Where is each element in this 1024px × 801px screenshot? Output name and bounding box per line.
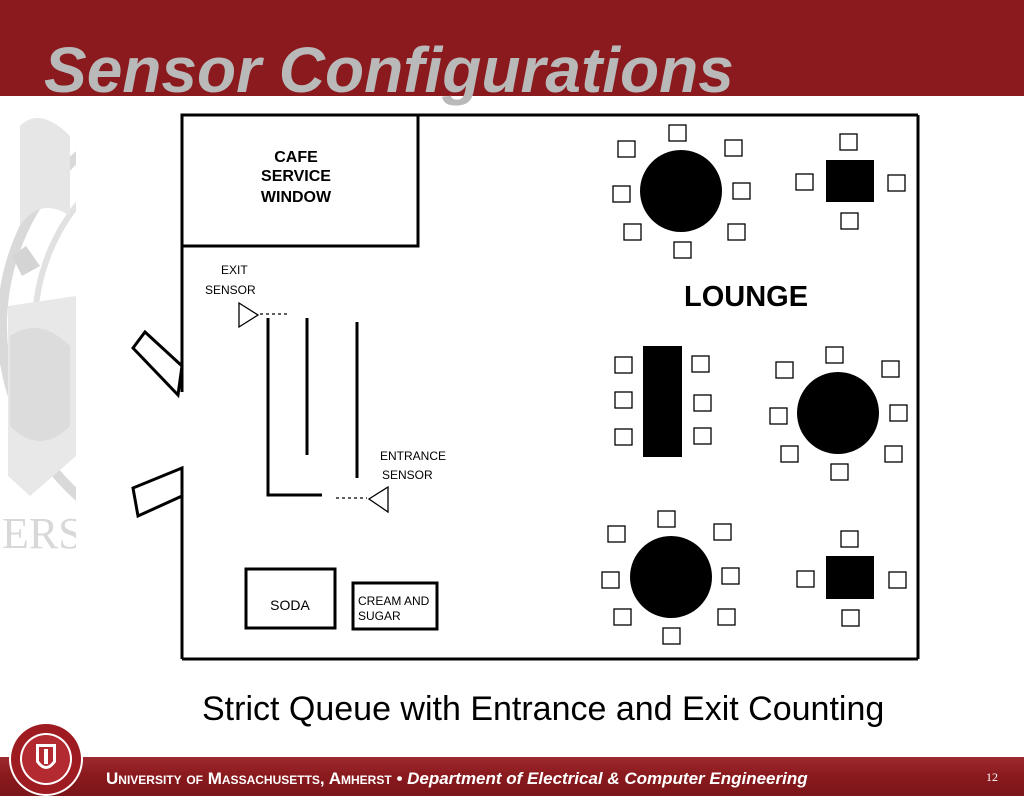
footer-separator: •	[396, 769, 403, 788]
seal-watermark-icon: ERS	[0, 96, 76, 566]
chair	[724, 139, 743, 157]
caption-text: Strict Queue with Entrance and Exit Coun…	[202, 690, 885, 728]
cream-sugar-label-line-1: CREAM AND	[358, 594, 430, 608]
chair	[668, 124, 687, 142]
queue-lanes	[266, 318, 359, 497]
svg-text:ERS: ERS	[2, 509, 76, 558]
chair	[769, 407, 788, 425]
exit-sensor-label-line-1: EXIT	[221, 263, 248, 277]
triangle-sensor-icon	[238, 301, 260, 329]
chair	[721, 567, 740, 585]
cream-sugar-label-line-2: SUGAR	[358, 609, 401, 623]
square-table	[826, 556, 874, 599]
entrance-sensor-label-line-1: ENTRANCE	[380, 449, 446, 463]
chair	[601, 571, 620, 589]
cream-and-sugar-station: CREAM AND SUGAR	[351, 581, 439, 631]
chair	[717, 608, 736, 626]
chair	[881, 360, 900, 378]
chair	[841, 609, 860, 627]
entrance-sensor-label-line-2: SENSOR	[382, 468, 433, 482]
footer-department: Department of Electrical & Computer Engi…	[407, 769, 808, 788]
chair	[614, 428, 633, 446]
floor-plan: CAFE SERVICE WINDOW EXIT SENSOR ENTRANCE…	[131, 113, 920, 661]
soda-label: SODA	[270, 597, 310, 613]
exit-sensor: EXIT SENSOR	[205, 263, 288, 329]
cafe-label-line-2: SERVICE	[261, 168, 331, 185]
chair	[795, 173, 814, 191]
chair	[888, 571, 907, 589]
chair	[612, 185, 631, 203]
chair	[607, 525, 626, 543]
footer-university: University of Massachusetts, Amherst	[106, 769, 392, 788]
chair	[673, 241, 692, 259]
round-table	[640, 150, 722, 232]
chairs	[601, 124, 908, 645]
triangle-sensor-icon	[367, 485, 389, 514]
footer-band	[0, 757, 1024, 796]
cafe-service-window: CAFE SERVICE WINDOW	[180, 113, 420, 248]
entrance-sensor: ENTRANCE SENSOR	[336, 449, 446, 514]
chair	[617, 140, 636, 158]
chair	[623, 223, 642, 241]
chair	[840, 212, 859, 230]
chair	[775, 361, 794, 379]
chair	[887, 174, 906, 192]
round-table	[797, 372, 879, 454]
lounge-label: LOUNGE	[684, 281, 808, 313]
cafe-label-line-1: CAFE	[274, 149, 318, 166]
long-table	[643, 346, 682, 457]
chair	[884, 445, 903, 463]
chair	[693, 427, 712, 445]
chair	[691, 355, 710, 373]
chair	[732, 182, 751, 200]
chair	[780, 445, 799, 463]
slide-title: Sensor Configurations	[44, 34, 734, 106]
chair	[727, 223, 746, 241]
chair	[840, 530, 859, 548]
chair	[796, 570, 815, 588]
chair	[713, 523, 732, 541]
chair	[889, 404, 908, 422]
chair	[614, 356, 633, 374]
chair	[657, 510, 676, 528]
door-flap-icon	[131, 329, 184, 519]
exit-sensor-label-line-2: SENSOR	[205, 283, 256, 297]
page-number: 12	[986, 770, 998, 784]
chair	[830, 463, 849, 481]
lounge-tables	[630, 150, 879, 618]
cafe-label-line-3: WINDOW	[261, 189, 332, 206]
university-seal-icon	[4, 718, 84, 796]
square-table	[826, 160, 874, 202]
chair	[839, 133, 858, 151]
round-table	[630, 536, 712, 618]
title-band	[0, 0, 1024, 96]
chair	[614, 391, 633, 409]
soda-station: SODA	[244, 567, 337, 630]
footer-text: University of Massachusetts, Amherst • D…	[106, 769, 808, 789]
chair	[825, 346, 844, 364]
chair	[662, 627, 681, 645]
chair	[693, 394, 712, 412]
chair	[613, 608, 632, 626]
